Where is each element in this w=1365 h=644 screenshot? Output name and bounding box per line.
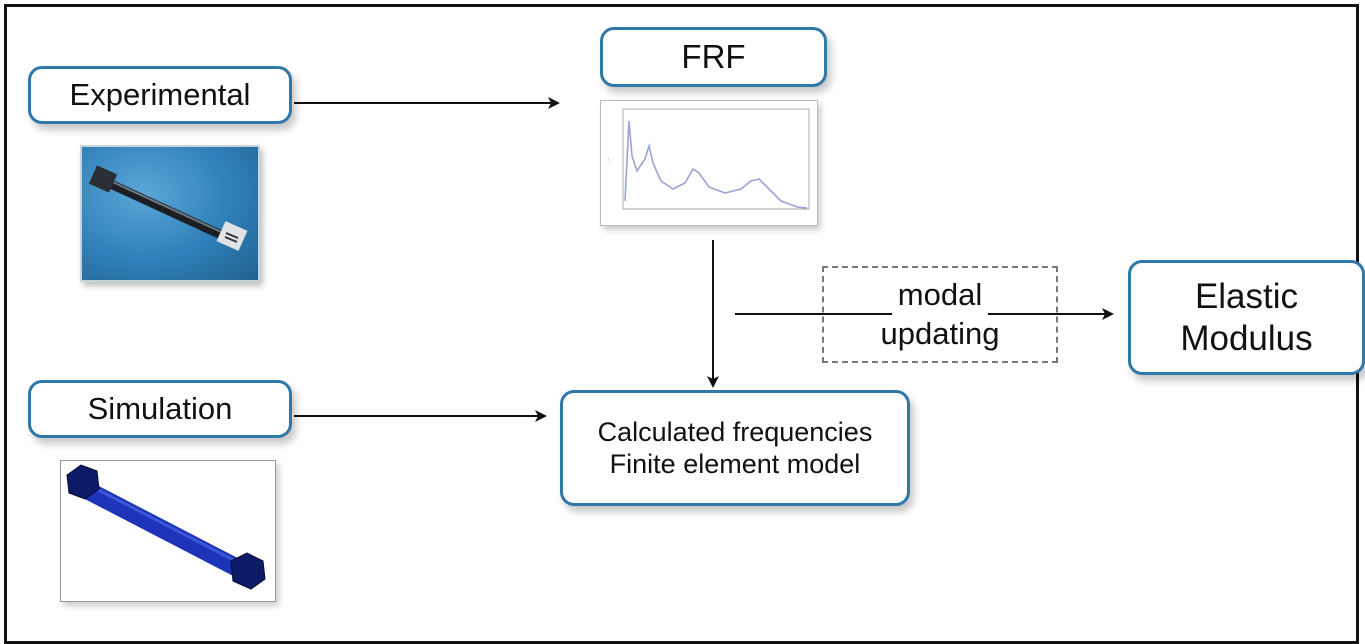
experimental-beam-photo (80, 145, 260, 282)
svg-text:—: — (605, 157, 610, 161)
simulation-label: Simulation (87, 391, 233, 427)
simulation-box: Simulation (28, 380, 292, 438)
modal-line-2: updating (874, 314, 1006, 354)
frf-box: FRF (600, 27, 827, 87)
elastic-modulus-box: Elastic Modulus (1128, 260, 1365, 375)
elastic-line-1: Elastic (1194, 276, 1299, 316)
calculated-line-2: Finite element model (609, 449, 861, 479)
calculated-frequencies-box: Calculated frequencies Finite element mo… (560, 390, 910, 506)
simulation-beam-model-image (60, 460, 276, 602)
modal-updating-box: modal updating (822, 266, 1058, 363)
frf-label: FRF (681, 38, 746, 76)
modal-line-1: modal (891, 275, 989, 315)
experimental-label: Experimental (69, 77, 251, 113)
frf-plot-image: — (600, 100, 818, 226)
elastic-line-2: Modulus (1180, 318, 1313, 358)
calculated-line-1: Calculated frequencies (597, 416, 873, 447)
experimental-box: Experimental (28, 66, 292, 124)
